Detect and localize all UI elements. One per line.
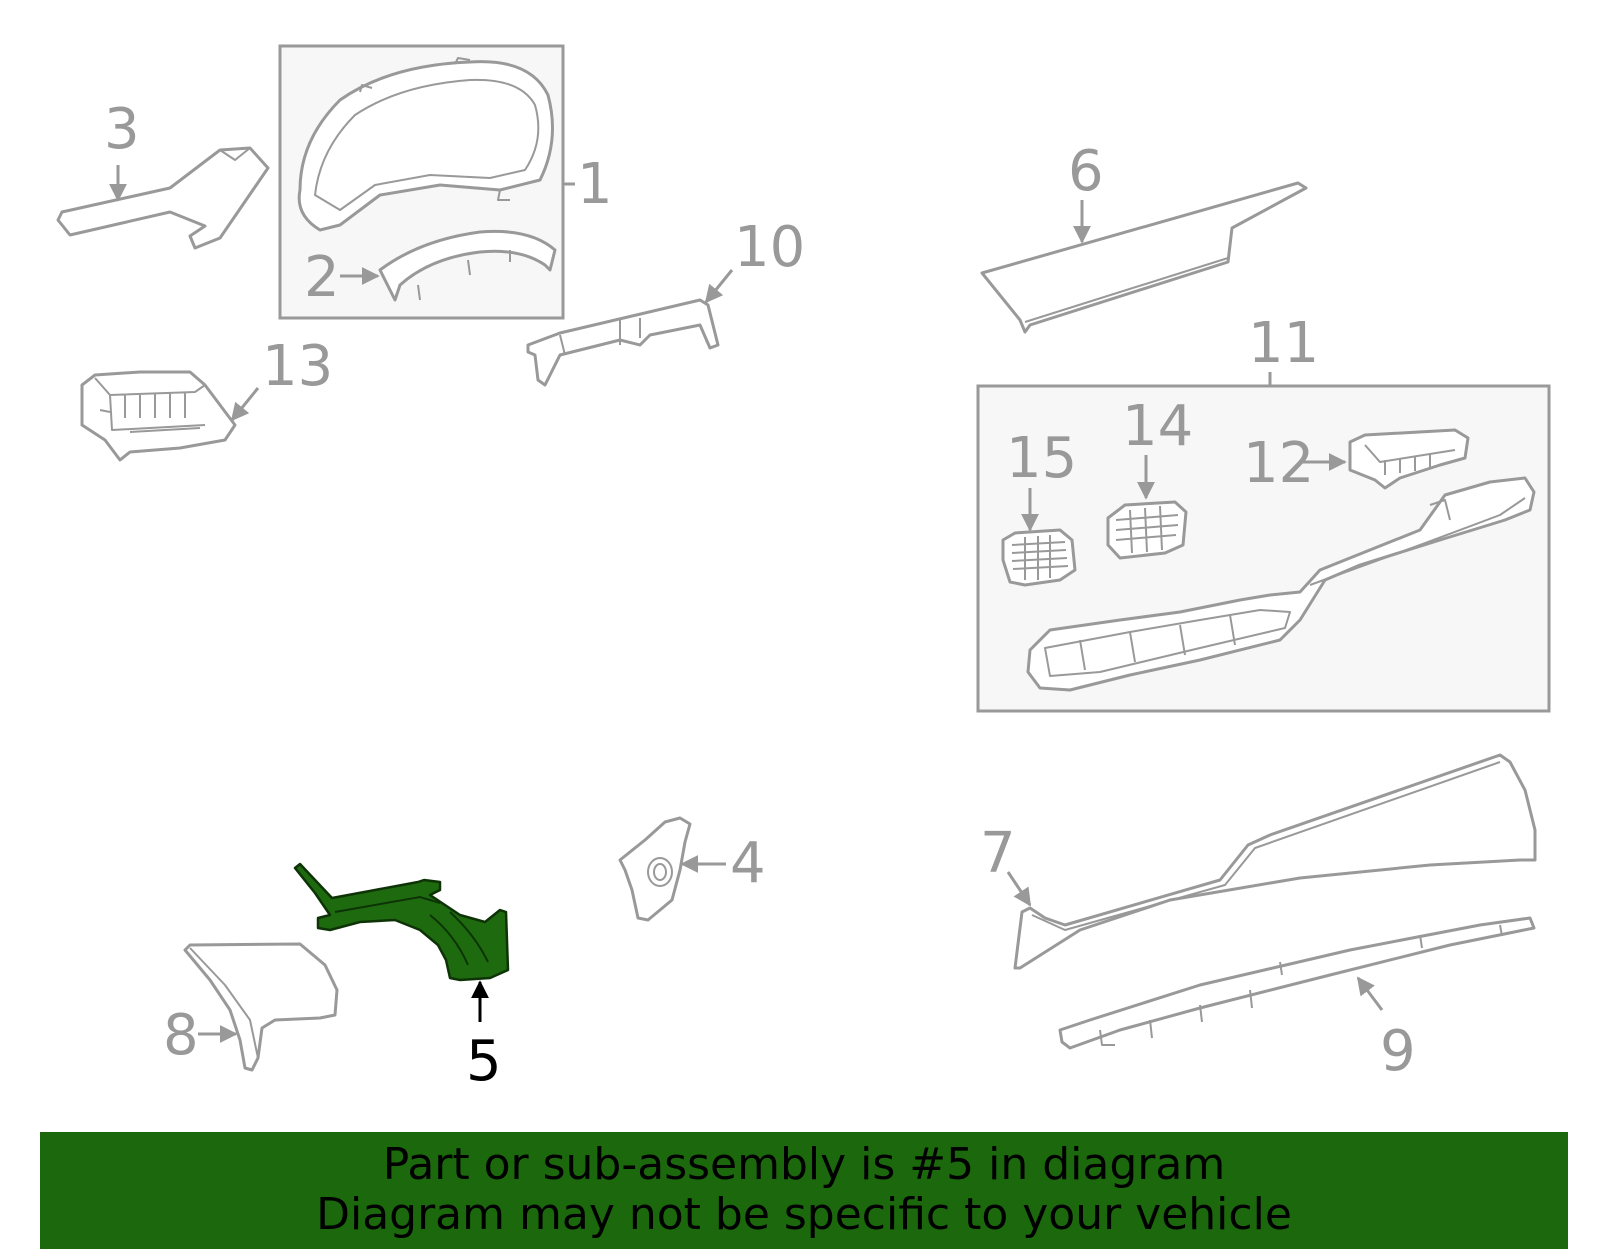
part-5-highlighted-trim <box>293 862 510 982</box>
part-14-vent <box>1106 500 1188 560</box>
callout-9: 9 <box>1380 1019 1416 1084</box>
callout-11: 11 <box>1248 311 1319 376</box>
part-8-side-cover <box>183 942 339 1072</box>
part-3-trim-panel <box>56 146 270 250</box>
callout-13: 13 <box>262 334 333 399</box>
callout-6: 6 <box>1068 139 1104 204</box>
part-7-dash-upper-trim <box>1013 753 1537 970</box>
callout-10: 10 <box>734 215 805 280</box>
part-15-vent <box>1001 528 1077 587</box>
banner-line-2: Diagram may not be specific to your vehi… <box>316 1189 1292 1240</box>
part-6-trim-strip <box>980 181 1308 334</box>
part-2-cluster-bezel <box>378 229 557 302</box>
callout-7: 7 <box>980 821 1016 886</box>
callout-4: 4 <box>730 831 766 896</box>
part-10-bracket <box>526 298 720 387</box>
part-13-air-vent <box>80 370 237 462</box>
part-4-switch-bezel <box>618 816 692 922</box>
callout-1: 1 <box>577 152 613 217</box>
callout-12: 12 <box>1243 431 1314 496</box>
callout-3: 3 <box>104 97 140 162</box>
part-9-lower-trim-rail <box>1058 916 1536 1050</box>
part-11-dash-panel <box>1026 476 1536 692</box>
callout-arrows <box>109 165 1384 1043</box>
callout-15: 15 <box>1006 426 1077 491</box>
info-banner: Part or sub-assembly is #5 in diagram Di… <box>40 1132 1568 1249</box>
parts-diagram: 1 2 3 4 5 6 7 8 9 10 11 12 13 14 15 <box>56 44 1551 1094</box>
callout-8: 8 <box>163 1003 199 1068</box>
callout-2: 2 <box>304 245 340 310</box>
part-1-cluster-housing <box>297 57 554 232</box>
callout-5: 5 <box>466 1029 502 1094</box>
banner-line-1: Part or sub-assembly is #5 in diagram <box>382 1139 1226 1190</box>
part-12-vent <box>1348 428 1470 490</box>
callout-14: 14 <box>1122 394 1193 459</box>
